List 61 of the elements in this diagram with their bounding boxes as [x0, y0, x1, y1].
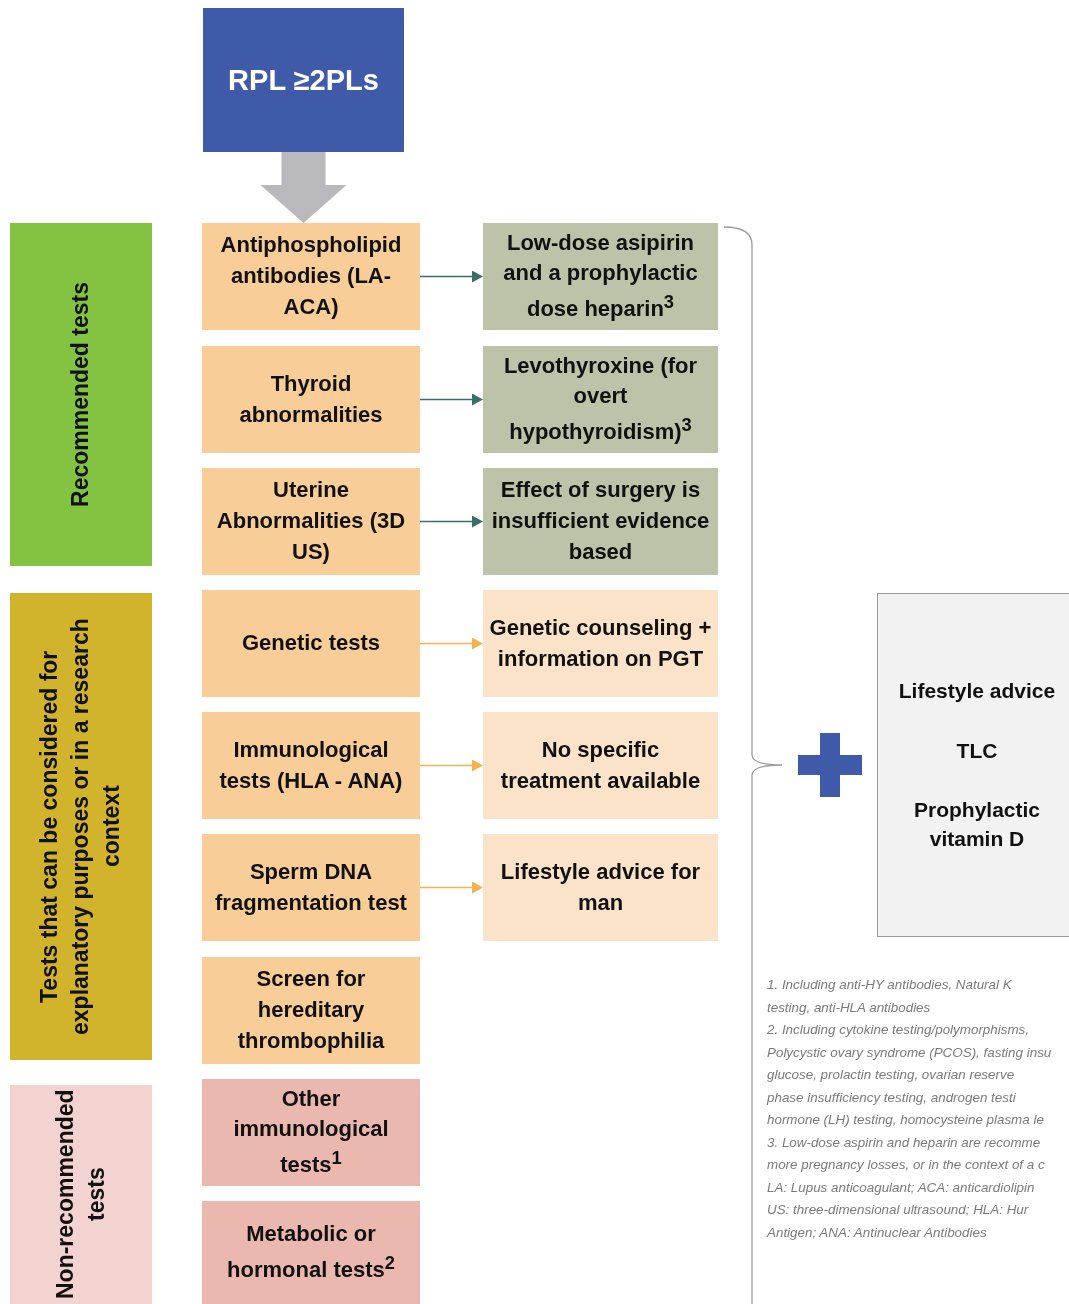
box-text: Levothyroxine (for overt hypothyroidism)$^{3}$ — [502, 351, 699, 447]
arrow — [419, 759, 483, 772]
footnote: glucose, prolactin testing, ovarian reserve — [767, 1066, 1015, 1084]
test-box — [202, 957, 420, 1064]
box-text: RPL ≥2PLs — [228, 62, 379, 98]
box-text: Low-dose asipirin and a prophylactic dose heparin$^{3}$ — [502, 228, 699, 324]
box-text: Genetic counseling + information on PGT — [489, 613, 712, 673]
box-text: Prophylactic vitamin D — [912, 797, 1041, 853]
box-text: Uterine Abnormalities (3D US) — [215, 476, 407, 566]
footnote: testing, anti-HLA antibodies — [767, 998, 931, 1017]
footnote: more pregnancy losses, or in the context of a c — [767, 1156, 1045, 1174]
test-box — [202, 590, 420, 697]
category-label: Tests that can be considered for explanatory purposes or in a research context — [35, 617, 126, 1037]
arrow — [419, 881, 483, 894]
box-text: Lifestyle advice — [898, 678, 1056, 705]
footnote: Antigen; ANA: Antinuclear Antibodies — [767, 1223, 987, 1242]
start-box — [203, 8, 404, 152]
treatment-box — [483, 834, 718, 941]
block-arrow — [260, 152, 347, 223]
category-band — [10, 593, 152, 1060]
footnote: LA: Lupus anticoagulant; ACA: anticardiolipin — [767, 1178, 1035, 1197]
test-box — [202, 223, 420, 330]
box-text: No specific treatment available — [499, 735, 702, 795]
treatment-box — [483, 223, 718, 330]
test-box — [202, 834, 420, 941]
arrow — [419, 515, 483, 528]
arrow — [419, 637, 483, 650]
test-box — [202, 346, 420, 453]
advice-box — [877, 593, 1069, 937]
footnote: hormone (LH) testing, homocysteine plasma le — [767, 1111, 1044, 1129]
box-text: Other immunological tests$^{1}$ — [232, 1084, 390, 1180]
category-label: Non-recommended tests — [50, 1089, 110, 1300]
test-box — [202, 1201, 420, 1304]
box-text: Metabolic or hormonal tests$^{2}$ — [226, 1220, 396, 1285]
box-text: Antiphospholipid antibodies (LA-ACA) — [219, 231, 403, 321]
footnote: US: three-dimensional ultrasound; HLA: Hur — [767, 1201, 1029, 1219]
category-label: Recommended tests — [66, 282, 95, 507]
treatment-box — [483, 468, 718, 575]
treatment-box — [483, 712, 718, 819]
box-text: Lifestyle advice for man — [499, 857, 702, 917]
box-text: Immunological tests (HLA - ANA) — [218, 735, 404, 795]
test-box — [202, 1079, 420, 1186]
treatment-box — [483, 346, 718, 453]
test-box — [202, 468, 420, 575]
box-text: Effect of surgery is insufficient evidence based — [490, 476, 711, 566]
box-text: Screen for hereditary thrombophilia — [236, 965, 386, 1055]
footnote: phase insufficiency testing, androgen testi — [767, 1088, 1016, 1107]
treatment-box — [483, 590, 718, 697]
box-text: TLC — [956, 737, 998, 764]
box-text: Thyroid abnormalities — [238, 369, 384, 429]
category-band — [10, 223, 152, 566]
footnote: 1. Including anti-HY antibodies, Natural K — [767, 976, 1012, 994]
box-text: Genetic tests — [241, 629, 381, 658]
arrow — [419, 270, 483, 283]
footnote: Polycystic ovary syndrome (PCOS), fasting insu — [767, 1043, 1052, 1062]
arrow — [419, 393, 483, 406]
footnote: 3. Low-dose aspirin and heparin are recomme — [767, 1133, 1041, 1152]
test-box — [202, 712, 420, 819]
box-text: Sperm DNA fragmentation test — [214, 857, 408, 917]
footnote: 2. Including cytokine testing/polymorphisms, — [767, 1021, 1029, 1039]
category-band — [10, 1085, 152, 1304]
